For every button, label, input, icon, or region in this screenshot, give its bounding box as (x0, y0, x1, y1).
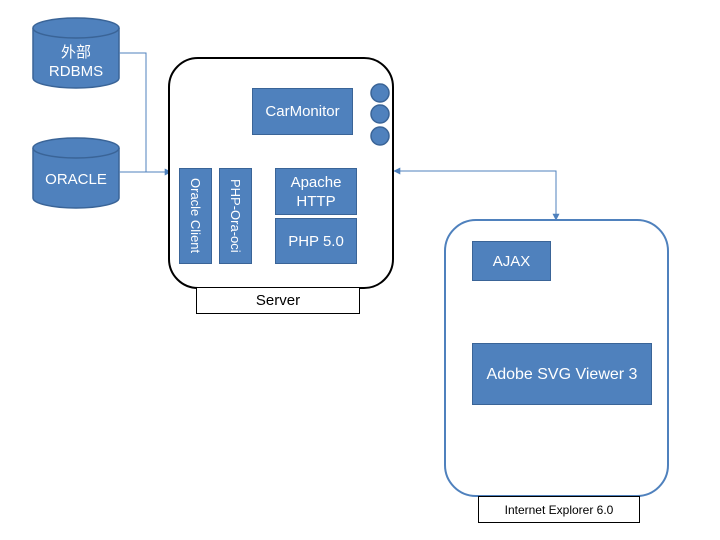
oracle-label: ORACLE (33, 170, 119, 189)
oracle-client-box: Oracle Client (179, 168, 212, 264)
php-box: PHP 5.0 (275, 218, 357, 264)
ajax-box: AJAX (472, 241, 551, 281)
rdbms-label-line2: RDBMS (48, 63, 104, 80)
apache-label-line2: HTTP (296, 192, 336, 210)
client-node-1 (370, 83, 390, 103)
carmonitor-box: CarMonitor (252, 88, 353, 135)
carmonitor-client-nodes (370, 83, 390, 146)
server-caption: Server (196, 287, 360, 314)
browser-caption: Internet Explorer 6.0 (478, 496, 640, 523)
php-ora-oci-box: PHP-Ora-oci (219, 168, 252, 264)
client-node-3 (370, 126, 390, 146)
apache-label-line1: Apache (290, 173, 342, 191)
server-browser-connector (393, 167, 560, 221)
rdbms-database-icon (32, 17, 120, 89)
rdbms-label-line1: 外部 (60, 44, 91, 61)
rdbms-label: 外部 RDBMS (33, 43, 119, 81)
oracle-client-label: Oracle Client (188, 178, 203, 254)
oracle-label-text: ORACLE (45, 171, 107, 188)
apache-http-box: Apache HTTP (275, 168, 357, 215)
svg-viewer-box: Adobe SVG Viewer 3 (472, 343, 652, 405)
oracle-database-icon (32, 137, 120, 209)
client-node-2 (370, 104, 390, 124)
rdbms-connector (119, 52, 147, 172)
php-ora-oci-label: PHP-Ora-oci (228, 179, 243, 253)
